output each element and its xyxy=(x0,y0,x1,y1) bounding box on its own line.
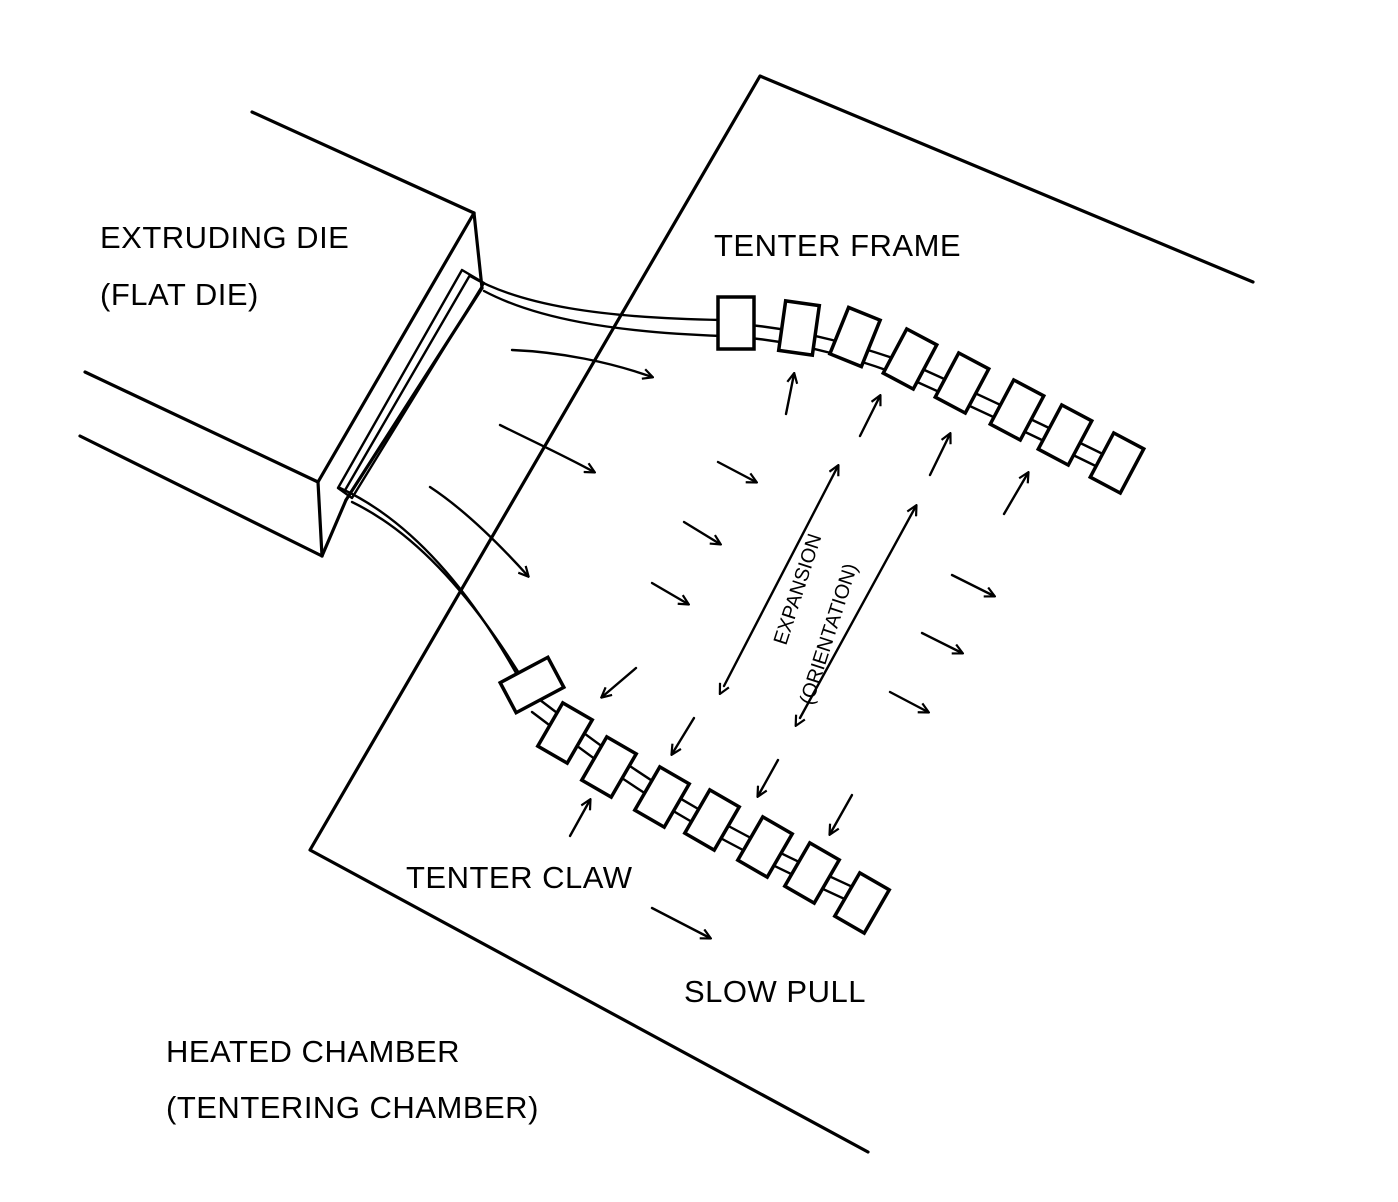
heated-chamber-outline xyxy=(308,74,1255,1154)
tenter-claw-upper-7 xyxy=(1035,402,1095,468)
tenter-claw-upper-6 xyxy=(987,377,1047,443)
tenter-claw-upper-2 xyxy=(776,298,822,358)
tenter-claw-lower-3 xyxy=(579,734,639,800)
upward-arrows xyxy=(784,374,1028,516)
film-edge-upper xyxy=(468,274,724,338)
tenter-claw-lower-8 xyxy=(832,870,892,936)
tenter-claw-lower-6 xyxy=(735,814,795,880)
tenter-claw-upper-8 xyxy=(1087,430,1147,496)
tenter-claw-upper-1 xyxy=(716,295,756,351)
chamber-label-line2: (TENTERING CHAMBER) xyxy=(166,1090,539,1125)
expansion-arrows xyxy=(724,466,916,718)
flow-arrows xyxy=(428,348,994,712)
downward-arrows xyxy=(602,666,854,834)
film-edge-lower xyxy=(338,486,530,690)
tenter-claw-lower-7 xyxy=(782,840,842,906)
tenter-claw-pointer xyxy=(568,800,590,838)
tenter-claw-upper-3 xyxy=(827,305,883,369)
tenter-claw-label: TENTER CLAW xyxy=(406,860,633,895)
die-label-line2: (FLAT DIE) xyxy=(100,277,259,312)
tenter-claw-lower-1 xyxy=(497,654,567,716)
slow-pull-label: SLOW PULL xyxy=(684,974,866,1009)
tenter-claw-upper-5 xyxy=(932,350,992,416)
slow-pull-arrow xyxy=(650,906,710,938)
tenter-claw-lower-2 xyxy=(535,700,595,766)
upper-tenter-chain xyxy=(716,295,1147,496)
lower-tenter-chain xyxy=(497,654,892,936)
tenter-frame-label: TENTER FRAME xyxy=(714,228,961,263)
tenter-claw-upper-4 xyxy=(880,326,940,392)
die-label-line1: EXTRUDING DIE xyxy=(100,220,349,255)
tenter-claw-lower-4 xyxy=(632,764,692,830)
extruding-die xyxy=(78,110,486,558)
tenter-claw-lower-5 xyxy=(682,787,742,853)
chamber-label-line1: HEATED CHAMBER xyxy=(166,1034,460,1069)
